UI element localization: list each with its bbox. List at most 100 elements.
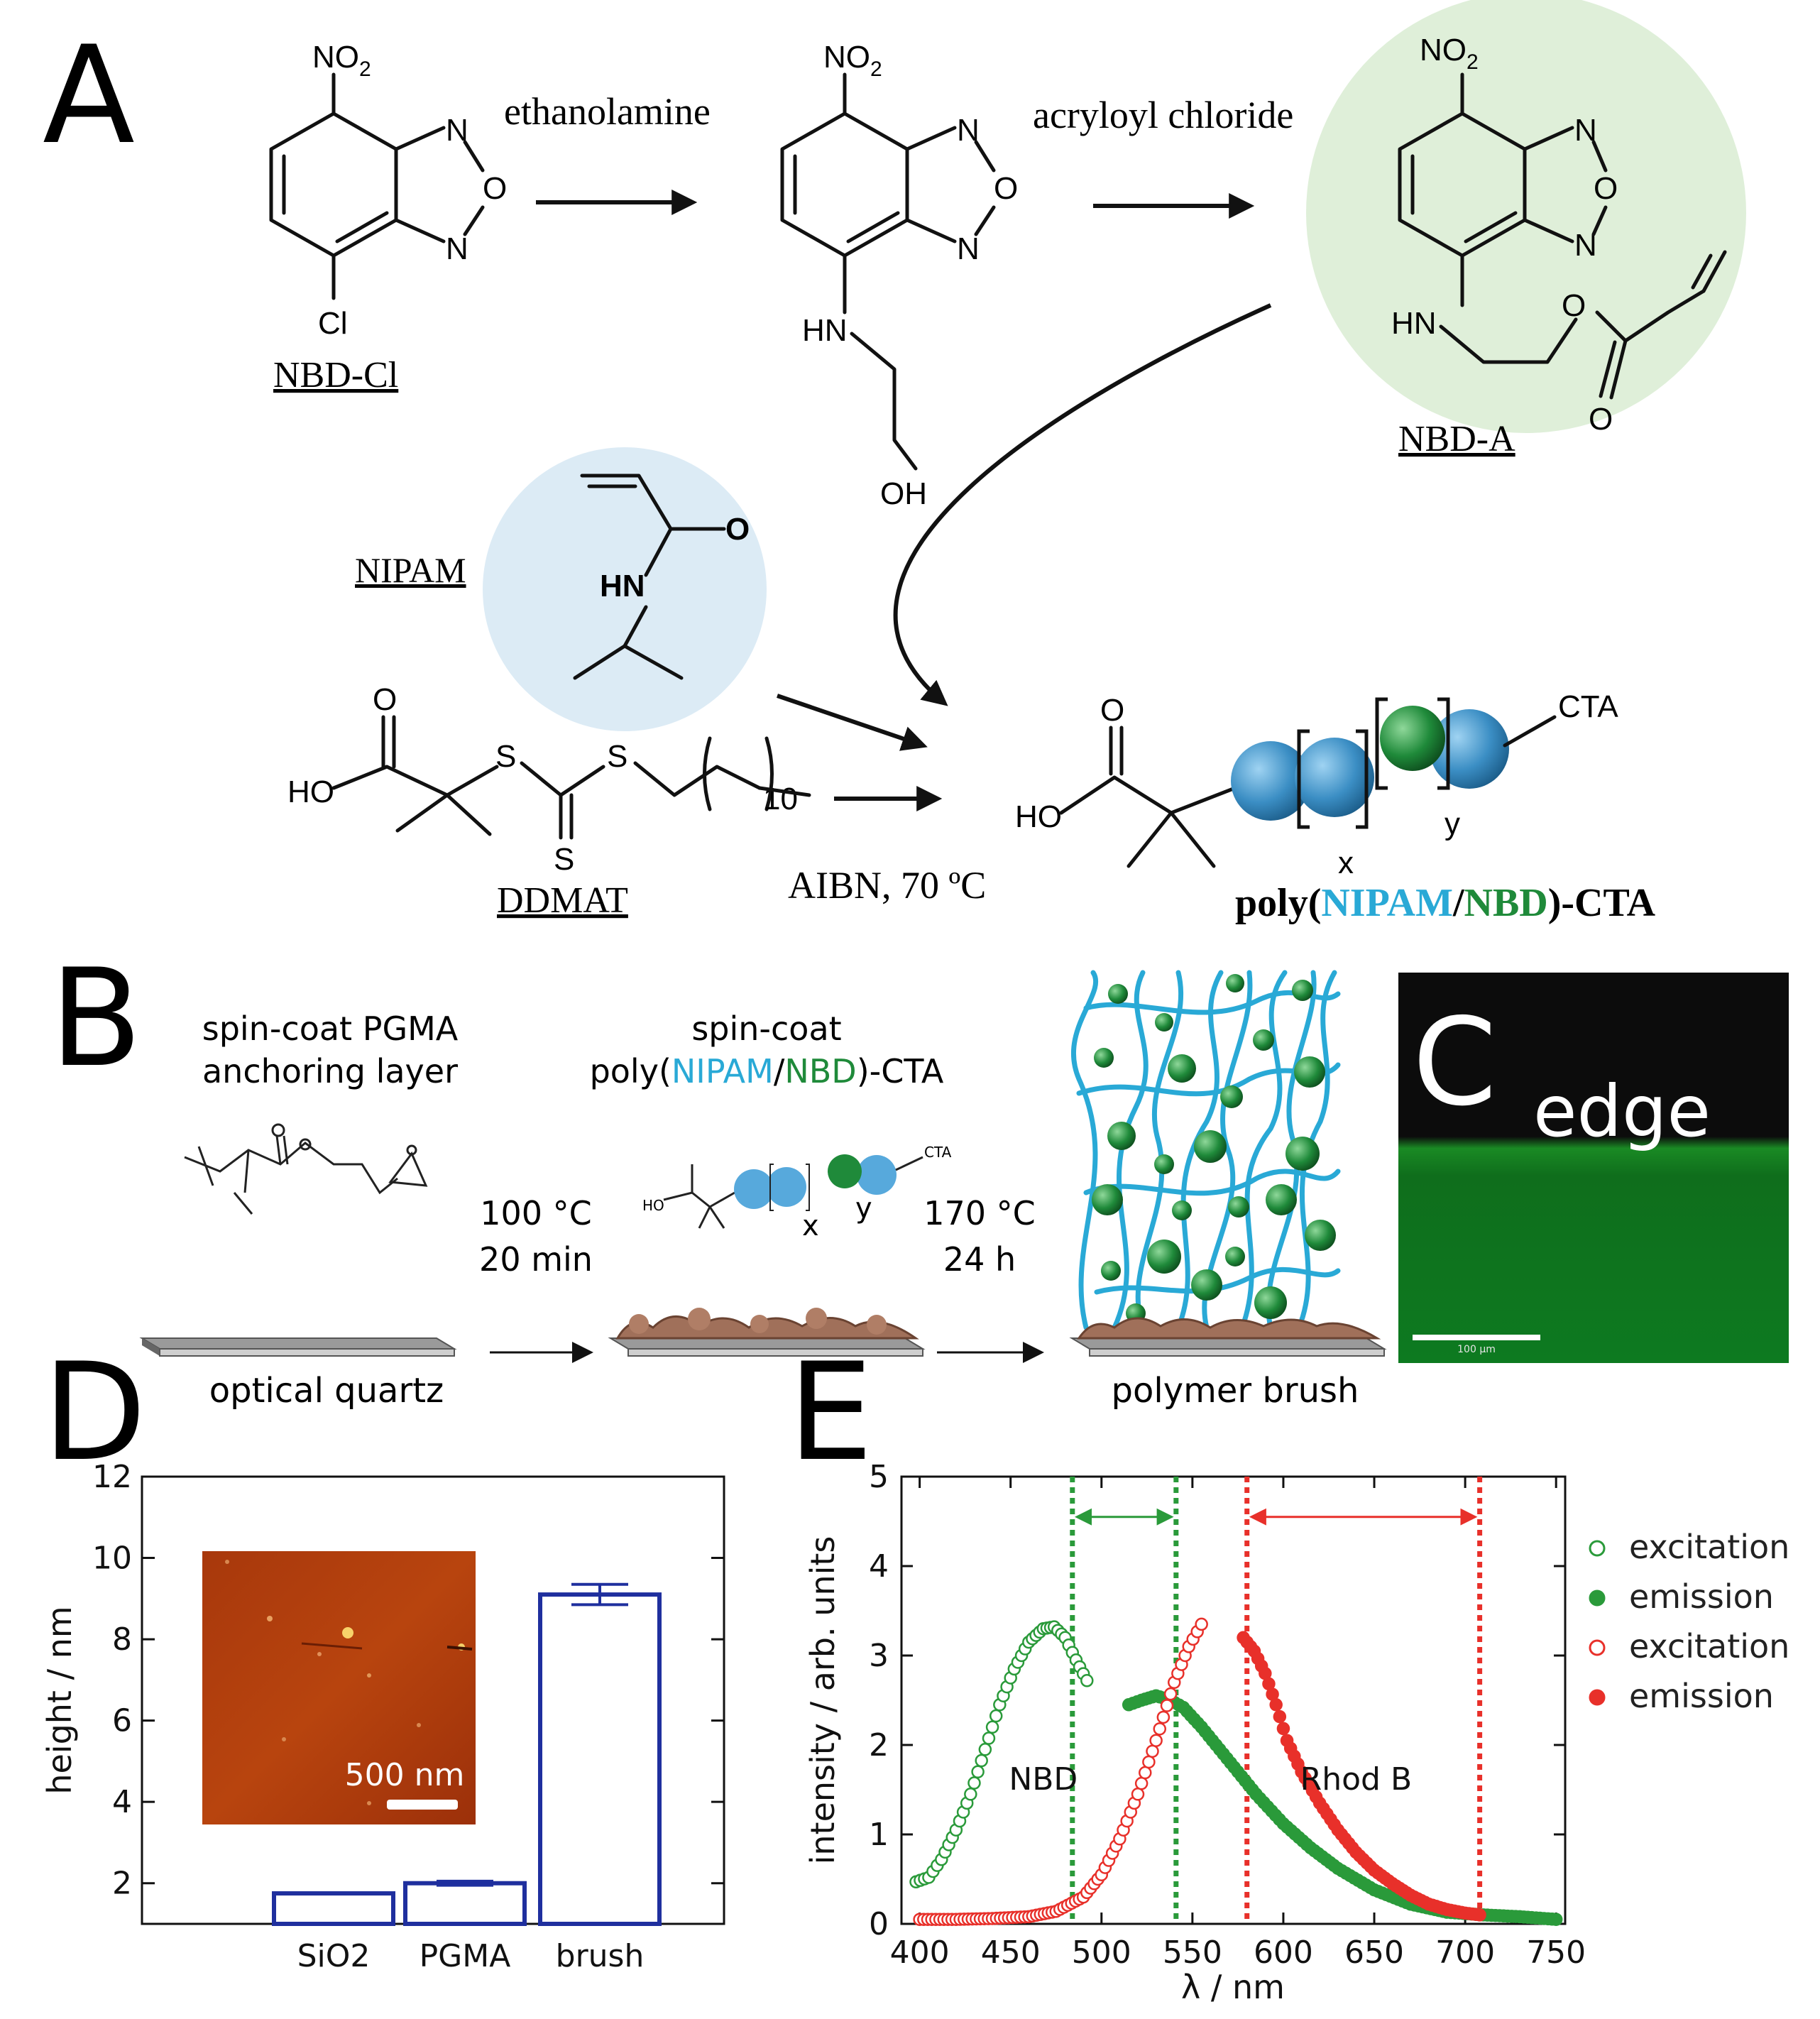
polymer-brush <box>1069 970 1387 1357</box>
panel-letter-d: D <box>43 1334 146 1491</box>
small-ho: HO <box>642 1197 664 1214</box>
product-label: poly(NIPAM/NBD)-CTA <box>1235 881 1656 925</box>
cond2-line2: 24 h <box>943 1240 1016 1279</box>
data-point-series-2 <box>1134 1776 1149 1790</box>
pgma-molecule <box>184 1123 428 1215</box>
afm-scale-bar <box>387 1800 458 1810</box>
x-tick-label-e: 450 <box>981 1935 1041 1971</box>
legend-e: excitation emission excitation emission <box>1589 1528 1789 1715</box>
subscript-y: y <box>1445 806 1460 841</box>
panel-a: A NO2 N O N Cl NBD-Cl ethanolamine <box>43 0 1746 925</box>
plot-frame-e <box>900 1475 1567 1925</box>
legend-marker <box>1589 1590 1606 1607</box>
data-point-series-0 <box>989 1709 1003 1723</box>
data-point-series-3 <box>1269 1698 1283 1712</box>
data-point-series-2 <box>1156 1710 1171 1724</box>
x-tick-label-d: PGMA <box>420 1938 511 1974</box>
atom-label: NO2 <box>1420 33 1479 74</box>
cond1-line1: 100 °C <box>480 1194 592 1232</box>
y-axis-label-e: intensity / arb. units <box>804 1536 842 1865</box>
atom-label: O <box>994 171 1018 206</box>
data-point-series-2 <box>1160 1699 1174 1712</box>
data-point-series-0 <box>1080 1674 1094 1687</box>
reaction-arrow-3 <box>777 694 928 751</box>
atom-label: N <box>957 231 980 266</box>
data-point-series-3 <box>1273 1709 1287 1724</box>
panel-c: C edge 100 μm <box>1398 973 1789 1363</box>
atom-label: OH <box>880 476 927 511</box>
panel-b: B spin-coat PGMA anchoring layer optical… <box>50 940 1387 1411</box>
data-point-series-2 <box>1146 1744 1159 1758</box>
cond1-line2: 20 min <box>479 1240 593 1279</box>
y-axis-label-d: height / nm <box>40 1606 79 1794</box>
small-polymer: HO x y CTA <box>642 1144 952 1242</box>
bar-pgma <box>403 1881 527 1927</box>
bar-sio2 <box>272 1891 395 1926</box>
reaction-conditions: AIBN, 70 ºC <box>788 864 986 907</box>
afm-inset: 500 nm <box>202 1551 476 1824</box>
data-point-series-2 <box>1142 1755 1156 1769</box>
atom-label: O <box>1589 402 1613 437</box>
legend-label: excitation <box>1629 1627 1789 1665</box>
legend-label: excitation <box>1629 1528 1789 1566</box>
small-x: x <box>802 1210 819 1242</box>
brush-label: polymer brush <box>1112 1371 1359 1411</box>
panel-letter-a: A <box>43 17 135 174</box>
substrate-label: optical quartz <box>209 1371 444 1411</box>
y-tick-label-d: 6 <box>112 1703 132 1739</box>
legend-label: emission <box>1629 1677 1774 1715</box>
legend-label: emission <box>1629 1577 1774 1616</box>
x-tick-label-e: 550 <box>1163 1935 1222 1971</box>
atom-label: O <box>483 171 507 206</box>
legend-marker <box>1589 1639 1606 1656</box>
annotation-label: NBD <box>1009 1761 1078 1798</box>
legend-marker <box>1589 1540 1606 1557</box>
scale-bar-label: 100 μm <box>1457 1344 1496 1355</box>
compound-label-nbd-cl: NBD-Cl <box>273 355 398 395</box>
y-tick-label-d: 4 <box>112 1784 132 1820</box>
data-point-series-2 <box>1149 1734 1163 1747</box>
atom-label: NO2 <box>312 40 371 81</box>
product-structure: O HO x y CTA <box>1015 689 1618 880</box>
data-point-series-0 <box>964 1788 977 1801</box>
x-tick-label-e: 600 <box>1254 1935 1313 1971</box>
curved-arrow <box>893 303 1272 706</box>
step2-line2: poly(NIPAM/NBD)-CTA <box>590 1052 944 1090</box>
nbd-a-structure: NO2 N O N HN O O NBD-A <box>1391 33 1727 459</box>
atom-label: NO2 <box>823 40 882 81</box>
y-tick-label-d: 2 <box>112 1866 132 1902</box>
y-tick-label-d: 12 <box>92 1459 132 1495</box>
panel-letter-e: E <box>788 1334 873 1491</box>
step1-line1: spin-coat PGMA <box>202 1010 459 1048</box>
pgma-coated-slab <box>608 1308 926 1357</box>
afm-scale-label: 500 nm <box>345 1757 465 1793</box>
y-tick-label-e: 2 <box>869 1727 889 1763</box>
data-point-series-0 <box>982 1731 996 1745</box>
nipam-bead <box>1295 738 1374 817</box>
compound-label-nbd-a: NBD-A <box>1398 419 1515 459</box>
x-tick-label-e: 500 <box>1072 1935 1131 1971</box>
y-tick-label-e: 3 <box>869 1638 889 1674</box>
step2-line1: spin-coat <box>691 1010 841 1048</box>
atom-label: S <box>495 739 516 774</box>
nipam-highlight-circle <box>483 447 767 731</box>
atom-label: O <box>373 682 397 717</box>
compound-label-ddmat: DDMAT <box>497 880 628 921</box>
data-point-series-0 <box>971 1765 985 1779</box>
data-point-series-0 <box>985 1720 999 1734</box>
atom-label: HN <box>802 313 848 348</box>
x-tick-label-e: 750 <box>1526 1935 1586 1971</box>
scale-bar <box>1413 1335 1540 1340</box>
legend-marker <box>1589 1689 1606 1706</box>
y-tick-label-e: 1 <box>869 1817 889 1853</box>
nbd-cl-structure: NO2 N O N Cl NBD-Cl <box>269 40 507 395</box>
edge-label: edge <box>1533 1070 1711 1153</box>
small-y: y <box>855 1192 872 1225</box>
y-tick-label-d: 8 <box>112 1621 132 1658</box>
panel-letter-b: B <box>50 940 142 1097</box>
data-point-series-2 <box>1195 1617 1208 1631</box>
